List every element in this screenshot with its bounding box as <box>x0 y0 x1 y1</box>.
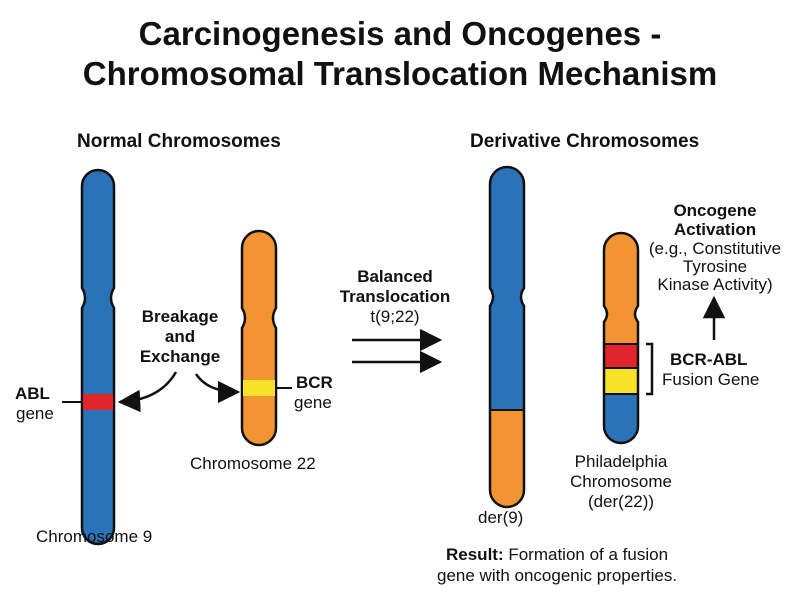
result-text-line1: Formation of a fusion <box>503 545 669 564</box>
philadelphia-label-line3: (der(22)) <box>587 492 655 511</box>
page-title-line1: Carcinogenesis and Oncogenes - <box>138 15 662 52</box>
result-line1: Result: Formation of a fusion <box>446 545 668 565</box>
breakage-label-line3: Exchange <box>139 347 221 366</box>
derivative-chromosomes-heading: Derivative Chromosomes <box>470 131 700 152</box>
breakage-label-line1: Breakage <box>141 307 219 326</box>
fusion-gene-label: BCR-ABL <box>670 350 748 369</box>
page-title-line2: Chromosomal Translocation Mechanism <box>82 55 718 92</box>
translocation-label-line2: Translocation <box>339 287 451 306</box>
abl-sub-label: gene <box>16 404 54 423</box>
translocation-label-line1: Balanced <box>357 267 433 286</box>
normal-chromosomes-heading: Normal Chromosomes <box>77 131 281 152</box>
chromosome-22-label: Chromosome 22 <box>190 454 316 473</box>
bcr-label: BCR <box>296 373 333 392</box>
chromosome-9 <box>80 168 116 546</box>
ph-abl-segment <box>604 344 638 368</box>
der9-chromosome <box>488 165 526 509</box>
chromosome-9-label: Chromosome 9 <box>36 527 153 546</box>
philadelphia-label-line2: Chromosome <box>569 472 673 491</box>
philadelphia-label-line1: Philadelphia <box>574 452 668 471</box>
result-prefix: Result: <box>446 545 504 564</box>
fusion-gene-sub-label: Fusion Gene <box>662 370 760 389</box>
exchange-arrow-left <box>117 371 178 413</box>
breakage-label-line2: and <box>164 327 196 346</box>
translocation-label-line3: t(9;22) <box>370 307 420 326</box>
abl-label: ABL <box>15 384 50 403</box>
bcr-gene-band <box>243 380 275 396</box>
oncogene-activation-line2: Activation <box>673 220 757 239</box>
ph-bcr-segment <box>604 368 638 394</box>
oncogene-detail-line1: (e.g., Constitutive <box>648 239 782 258</box>
oncogene-detail-line2: Tyrosine <box>682 257 748 276</box>
der9-label: der(9) <box>478 508 524 527</box>
exchange-arrow-right <box>194 373 241 404</box>
fusion-bracket <box>646 342 654 396</box>
result-line2: gene with oncogenic properties. <box>437 566 678 585</box>
chromosome-22 <box>240 229 278 447</box>
abl-gene-band <box>83 394 113 410</box>
oncogene-detail-line3: Kinase Activity) <box>657 275 773 294</box>
philadelphia-chromosome <box>602 231 640 445</box>
bcr-sub-label: gene <box>294 393 332 412</box>
oncogene-activation-line1: Oncogene <box>673 201 757 220</box>
